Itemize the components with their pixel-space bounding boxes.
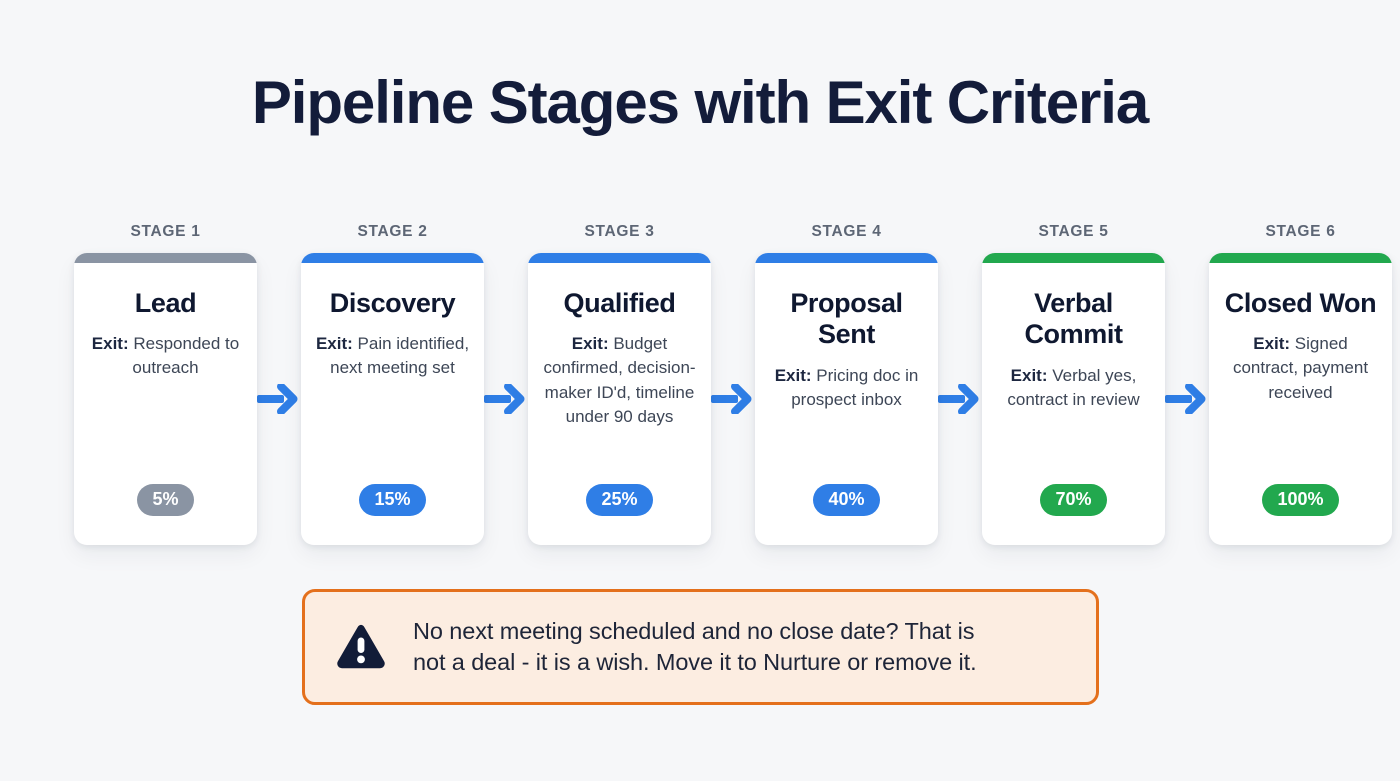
stage-exit-criteria: Exit: Verbal yes, contract in review — [995, 364, 1152, 412]
stage-label: STAGE 1 — [130, 223, 201, 240]
arrow-right-icon — [938, 222, 982, 545]
warning-triangle-icon — [335, 623, 387, 671]
stage-exit-criteria: Exit: Pricing doc in prospect inbox — [768, 364, 925, 412]
stage-exit-criteria: Exit: Budget confirmed, decision-maker I… — [541, 332, 698, 429]
exit-label: Exit: — [571, 334, 609, 354]
stage-accent-bar — [755, 253, 938, 263]
warning-callout: No next meeting scheduled and no close d… — [302, 589, 1099, 705]
stage-accent-bar — [74, 253, 257, 263]
probability-badge-wrap: 15% — [314, 484, 471, 516]
probability-badge-wrap: 70% — [995, 484, 1152, 516]
probability-badge-wrap: 5% — [87, 484, 244, 516]
exit-text: Responded to outreach — [128, 334, 240, 378]
exit-label: Exit: — [1253, 334, 1291, 354]
stage-label: STAGE 4 — [811, 223, 882, 240]
probability-badge: 100% — [1262, 484, 1339, 516]
exit-label: Exit: — [315, 334, 353, 354]
arrow-right-icon — [1165, 222, 1209, 545]
warning-line-2: not a deal - it is a wish. Move it to Nu… — [413, 649, 977, 675]
stage-name: Closed Won — [1224, 288, 1377, 318]
warning-line-1: No next meeting scheduled and no close d… — [413, 617, 975, 644]
arrow-right-icon — [484, 222, 528, 545]
exit-label: Exit: — [774, 365, 812, 385]
stage-name: Discovery — [329, 288, 456, 318]
page-title: Pipeline Stages with Exit Criteria — [251, 69, 1149, 136]
stage-exit-criteria: Exit: Signed contract, payment received — [1222, 332, 1379, 404]
exit-text: Signed contract, payment received — [1232, 334, 1369, 402]
probability-badge-wrap: 100% — [1222, 484, 1379, 516]
warning-callout-text: No next meeting scheduled and no close d… — [413, 616, 977, 679]
exit-label: Exit: — [1010, 365, 1048, 385]
exit-text: Pricing doc in prospect inbox — [791, 365, 919, 409]
probability-badge: 40% — [813, 484, 880, 516]
stage-name: Proposal Sent — [790, 288, 903, 350]
probability-badge: 70% — [1040, 484, 1107, 516]
probability-badge: 25% — [586, 484, 653, 516]
stage-accent-bar — [1209, 253, 1392, 263]
stage-label: STAGE 3 — [584, 223, 655, 240]
probability-badge-wrap: 25% — [541, 484, 698, 516]
stage-accent-bar — [301, 253, 484, 263]
stage-accent-bar — [528, 253, 711, 263]
probability-badge: 5% — [137, 484, 194, 516]
stage-accent-bar — [982, 253, 1165, 263]
probability-badge-wrap: 40% — [768, 484, 925, 516]
stage-name: Verbal Commit — [1024, 288, 1123, 350]
stage-name: Qualified — [563, 288, 676, 318]
stage-label: STAGE 2 — [357, 223, 428, 240]
stage-exit-criteria: Exit: Pain identified, next meeting set — [314, 332, 471, 380]
arrow-right-icon — [257, 222, 301, 545]
stage-label: STAGE 5 — [1038, 223, 1109, 240]
stage-label: STAGE 6 — [1265, 223, 1336, 240]
probability-badge: 15% — [359, 484, 426, 516]
exit-text: Verbal yes, contract in review — [1007, 365, 1140, 409]
stage-exit-criteria: Exit: Responded to outreach — [87, 332, 244, 380]
exit-text: Pain identified, next meeting set — [330, 334, 470, 378]
arrow-right-icon — [711, 222, 755, 545]
exit-text: Budget confirmed, decision-maker ID'd, t… — [543, 334, 696, 426]
stage-name: Lead — [134, 288, 197, 318]
exit-label: Exit: — [91, 334, 129, 354]
